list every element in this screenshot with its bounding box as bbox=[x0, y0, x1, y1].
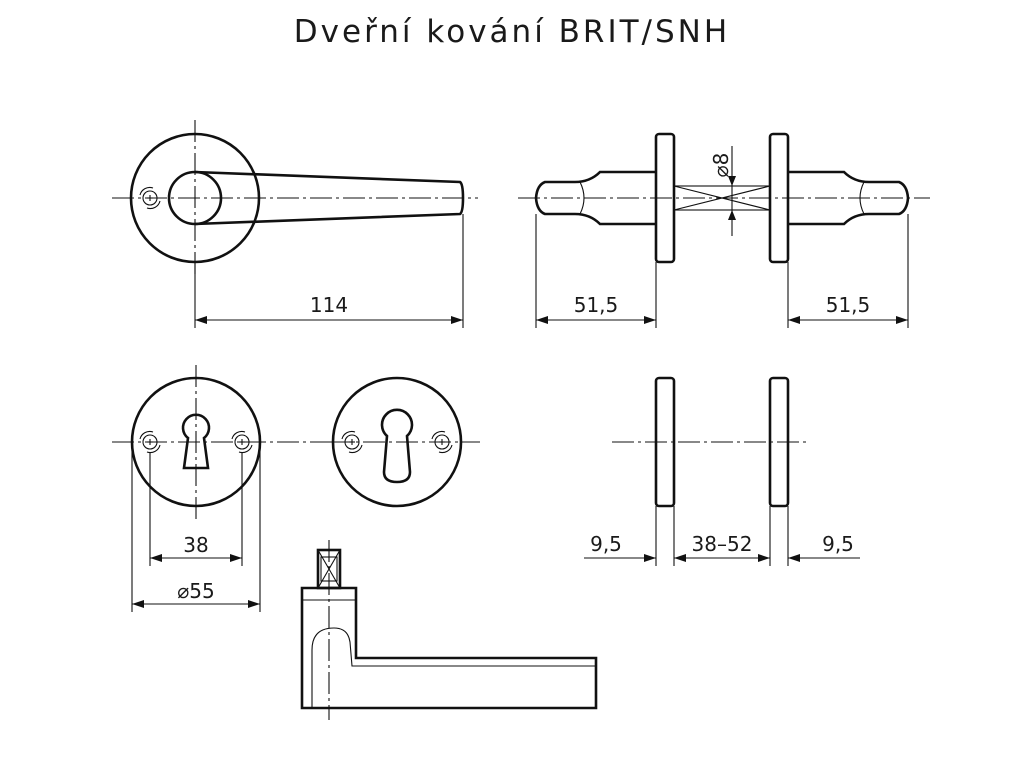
dimension-38: 38 bbox=[183, 533, 208, 557]
dimension-spindle: ⌀8 bbox=[709, 153, 733, 178]
cylinder-escutcheon bbox=[330, 376, 480, 508]
dimension-9-5-left: 9,5 bbox=[590, 532, 622, 556]
lever-body bbox=[300, 586, 598, 710]
rose-right bbox=[768, 132, 790, 264]
escutcheon-dimensions: 38 ⌀55 bbox=[131, 442, 261, 612]
key-escutcheon bbox=[112, 365, 330, 520]
door-thickness-view: 9,5 38–52 9,5 bbox=[584, 376, 860, 566]
lever-front-view: 114 bbox=[112, 120, 478, 328]
dimension-51-5-right: 51,5 bbox=[826, 293, 871, 317]
lever-profile-view bbox=[300, 540, 598, 720]
cylinder-hole-icon bbox=[380, 408, 414, 484]
drawing-title: Dveřní kování BRIT/SNH bbox=[293, 14, 731, 50]
lever-side-view: ⌀8 51,5 51,5 bbox=[518, 132, 930, 328]
dimension-38-52: 38–52 bbox=[692, 532, 753, 556]
dimension-114: 114 bbox=[310, 293, 348, 317]
keyhole-icon bbox=[181, 413, 211, 470]
dimension-9-5-right: 9,5 bbox=[822, 532, 854, 556]
dimension-55: ⌀55 bbox=[177, 579, 215, 603]
dimension-51-5-left: 51,5 bbox=[574, 293, 619, 317]
